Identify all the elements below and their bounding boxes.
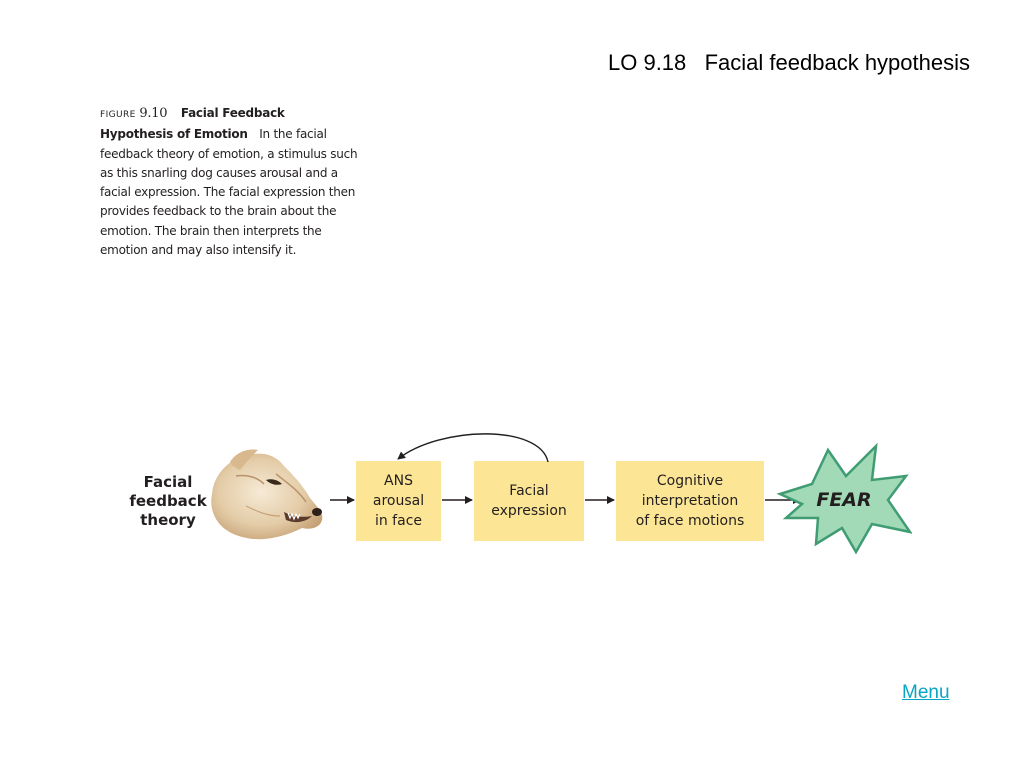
fear-starburst: FEAR: [776, 442, 912, 555]
diagram-theory-label: Facial feedback theory: [129, 473, 207, 529]
figure-title: Facial Feedback Hypothesis of Emotion: [100, 106, 285, 142]
cognitive-interpretation-box: Cognitive interpretation of face motions: [616, 461, 764, 541]
ans-arousal-box: ANS arousal in face: [356, 461, 441, 541]
figure-number: 9.10: [139, 106, 168, 121]
snarling-dog-illustration: [211, 449, 323, 540]
figure-caption: FIGURE 9.10 Facial Feedback Hypothesis o…: [100, 104, 358, 260]
feedback-curved-arrow: [397, 433, 549, 463]
menu-link[interactable]: Menu: [902, 682, 950, 703]
fear-label: FEAR: [816, 489, 871, 511]
slide-title: LO 9.18 Facial feedback hypothesis: [608, 50, 970, 75]
figure-body: In the facial feedback theory of emotion…: [100, 127, 358, 258]
starburst-shape: [776, 442, 912, 555]
facial-expression-box: Facial expression: [474, 461, 584, 541]
figure-label-word: FIGURE: [100, 110, 136, 120]
